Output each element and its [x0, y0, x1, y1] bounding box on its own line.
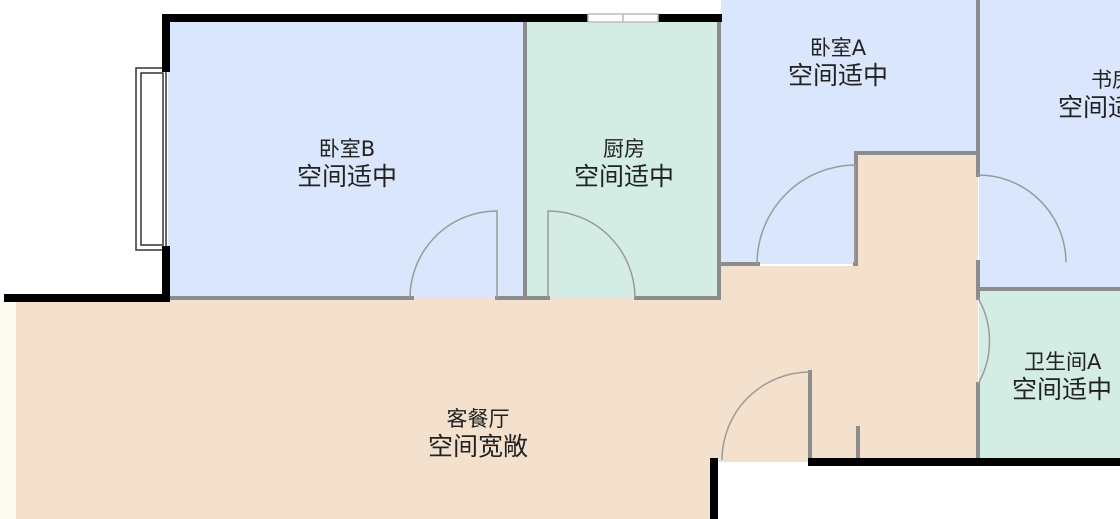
room-floor-study [979, 0, 1120, 288]
room-label-study: 书房 空间适中 [1058, 68, 1120, 123]
bay-window [135, 67, 167, 251]
room-name: 厨房 [603, 137, 645, 161]
room-floor-living-dining [16, 153, 978, 519]
room-name: 卧室B [318, 137, 376, 161]
room-floor-bedroom-b [168, 22, 526, 298]
room-description: 空间适中 [787, 61, 888, 91]
room-description: 空间适中 [1012, 375, 1113, 405]
room-name: 卧室A [809, 36, 867, 60]
room-description: 空间适中 [296, 162, 397, 192]
interior-walls [166, 0, 1120, 464]
room-name: 卫生间A [1024, 350, 1102, 374]
top-window [587, 13, 659, 23]
balcony-strip [0, 300, 16, 519]
room-label-living-dining: 客餐厅 空间宽敞 [378, 407, 578, 462]
room-description: 空间宽敞 [427, 432, 528, 462]
room-name: 客餐厅 [446, 407, 510, 431]
room-label-bedroom-a: 卧室A 空间适中 [738, 36, 938, 91]
room-name: 书房 [1091, 68, 1120, 92]
room-description: 空间适中 [1058, 93, 1120, 123]
room-label-bedroom-b: 卧室B 空间适中 [247, 137, 447, 192]
door-swings [409, 164, 1067, 461]
room-label-kitchen: 厨房 空间适中 [524, 137, 724, 192]
room-floor-bathroom-a [979, 290, 1120, 458]
room-description: 空间适中 [573, 162, 674, 192]
exterior-walls [4, 14, 1120, 519]
room-label-bathroom-a: 卫生间A 空间适中 [1012, 350, 1120, 405]
